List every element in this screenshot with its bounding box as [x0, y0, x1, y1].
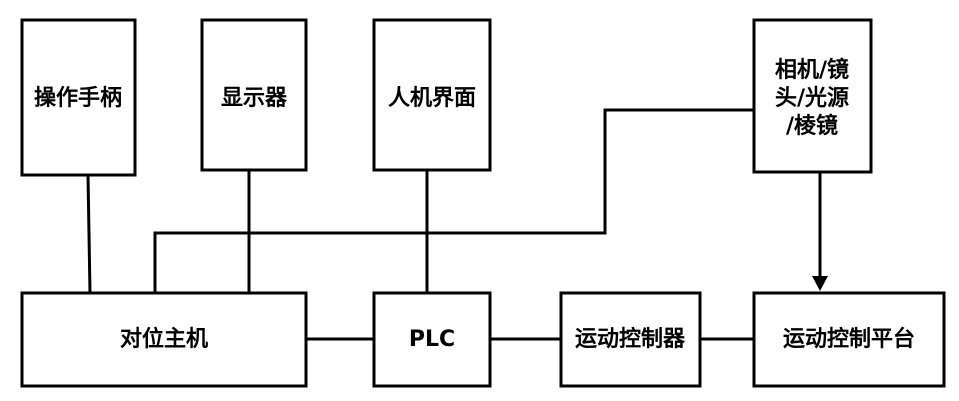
handle-label: 操作手柄: [34, 86, 122, 111]
plc-box: [372, 291, 492, 388]
camera-label-line2: 头/光源: [775, 86, 849, 111]
motion-controller-box: [559, 291, 702, 388]
camera-label-line1: 相机/镜: [775, 57, 849, 83]
display-label: 显示器: [221, 86, 288, 111]
camera-label-line3: /棱镜: [786, 113, 838, 139]
hmi-box: [372, 18, 492, 172]
connector-camera-host: [153, 108, 754, 293]
hmi-label: 人机界面: [388, 86, 476, 111]
motion-platform-box: [752, 291, 946, 388]
host-box: [20, 291, 308, 388]
plc-label: PLC: [409, 327, 455, 352]
arrowhead-down-icon: [812, 276, 828, 291]
motion-platform-label: 运动控制平台: [783, 326, 915, 352]
camera-box: [752, 18, 873, 174]
host-label: 对位主机: [120, 326, 208, 352]
motion-controller-label: 运动控制器: [575, 326, 686, 352]
handle-box: [20, 18, 137, 177]
display-box: [200, 18, 308, 172]
connector-handle-host: [86, 174, 92, 294]
